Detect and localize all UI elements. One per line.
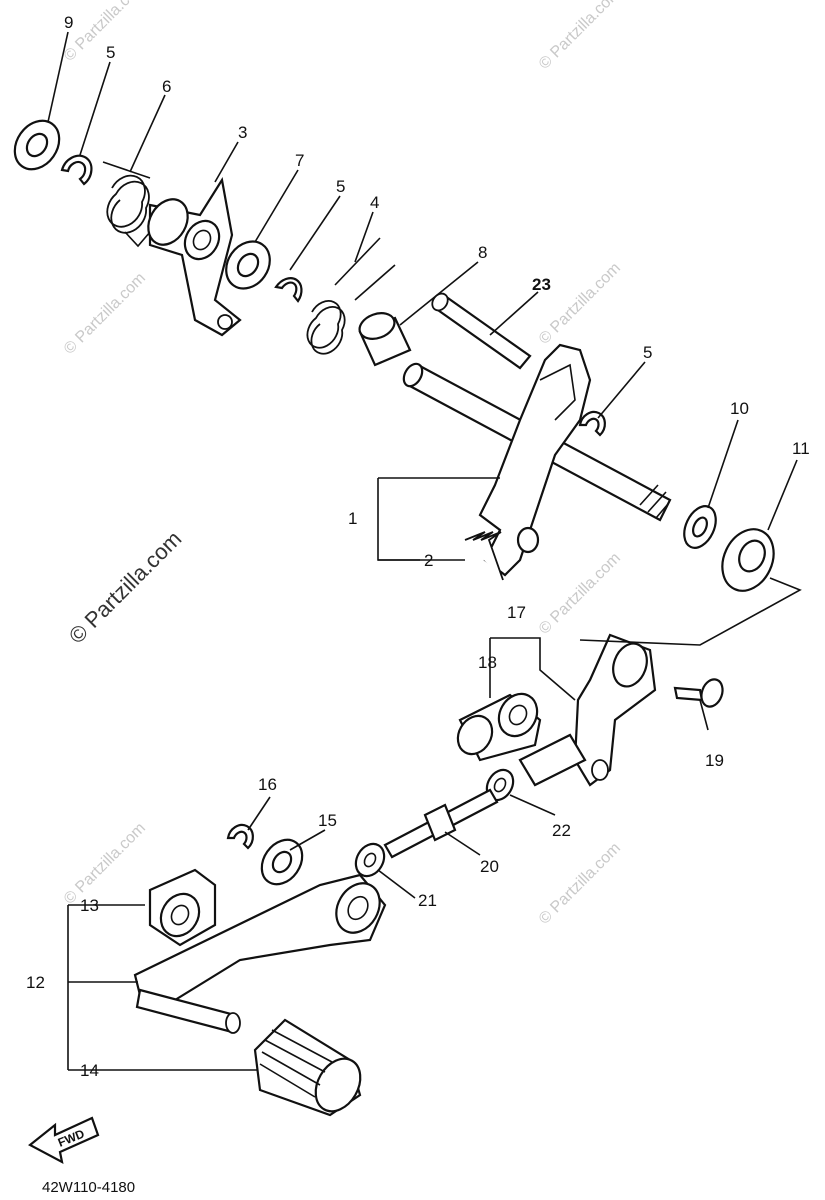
part-20-rod	[383, 788, 499, 859]
callout-21: 21	[418, 891, 437, 910]
watermark-main: © Partzilla.com	[64, 526, 187, 649]
callout-3: 3	[238, 123, 247, 142]
callouts: 9 5 6 3 7 5 4 8 23 5 10 11 1 2 17 18 19 …	[26, 13, 810, 1080]
callout-14: 14	[80, 1061, 99, 1080]
part-3-shift-arm	[147, 177, 242, 337]
callout-4: 4	[370, 193, 379, 212]
part-18-joint	[456, 692, 542, 762]
part-13-joint	[148, 868, 217, 947]
callout-22: 22	[552, 821, 571, 840]
watermark-1: © Partzilla.com	[61, 0, 149, 65]
part-9-washer	[13, 119, 61, 171]
callout-5c: 5	[643, 343, 652, 362]
callout-8: 8	[478, 243, 487, 262]
part-14-pedal-rubber	[253, 1018, 362, 1117]
part-2-spring	[464, 531, 504, 581]
callout-13: 13	[80, 896, 99, 915]
watermark-3: © Partzilla.com	[61, 270, 149, 358]
callout-11: 11	[792, 439, 810, 458]
part-23-pin	[431, 292, 532, 370]
part-12-shift-pedal	[133, 873, 387, 1034]
part-19-bolt	[673, 678, 724, 708]
callout-9: 9	[64, 13, 73, 32]
part-4-spring	[306, 237, 396, 355]
part-8-collar	[358, 312, 412, 367]
fwd-arrow-icon: FWD	[28, 1116, 100, 1165]
callout-16: 16	[258, 775, 277, 794]
callout-23: 23	[532, 275, 551, 294]
callout-5b: 5	[336, 177, 345, 196]
watermark-5: © Partzilla.com	[536, 550, 624, 638]
callout-17: 17	[507, 603, 526, 622]
part-5-circlip-a	[60, 154, 93, 186]
watermark-2: © Partzilla.com	[536, 0, 624, 73]
watermark-4: © Partzilla.com	[536, 260, 624, 348]
callout-6: 6	[162, 77, 171, 96]
callout-20: 20	[480, 857, 499, 876]
callout-5a: 5	[106, 43, 115, 62]
callout-7: 7	[295, 151, 304, 170]
part-11-oil-seal	[721, 528, 775, 592]
part-15-washer	[260, 838, 304, 886]
callout-15: 15	[318, 811, 337, 830]
callout-1: 1	[348, 509, 357, 528]
callout-18: 18	[478, 653, 497, 672]
part-21-nut	[354, 842, 386, 878]
callout-10: 10	[730, 399, 749, 418]
callout-19: 19	[705, 751, 724, 770]
callout-2: 2	[424, 551, 433, 570]
part-7-washer	[225, 240, 271, 290]
part-17-shift-arm-assy	[518, 633, 657, 787]
watermark-6: © Partzilla.com	[61, 820, 149, 908]
part-16-circlip	[226, 823, 254, 850]
part-6-spring	[102, 161, 151, 248]
watermark-7: © Partzilla.com	[536, 840, 624, 928]
diagram-code: 42W110-4180	[42, 1179, 135, 1196]
part-5-circlip-b	[274, 277, 303, 303]
leader-lines	[47, 31, 802, 1071]
part-10-washer	[683, 505, 717, 549]
callout-12: 12	[26, 973, 45, 992]
part-1-shift-shaft	[402, 343, 672, 577]
